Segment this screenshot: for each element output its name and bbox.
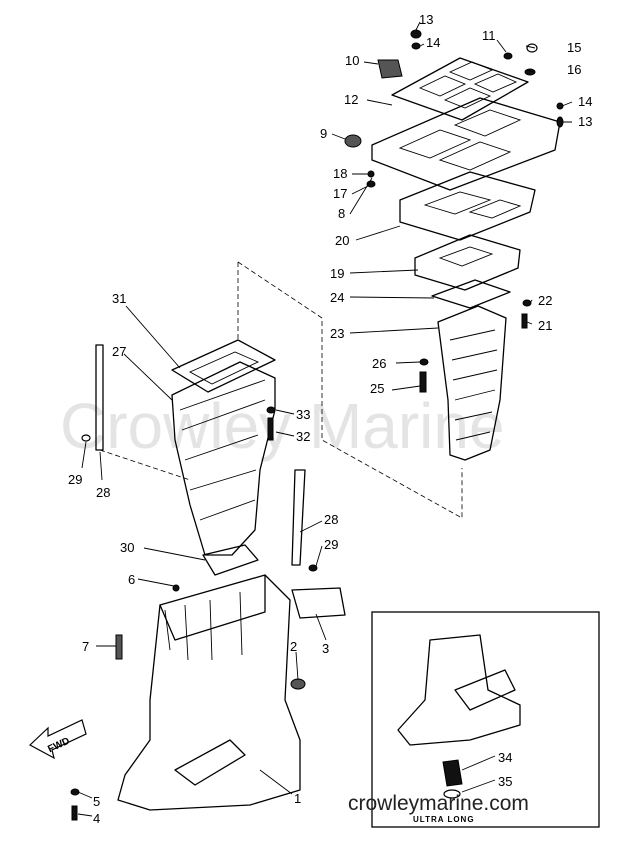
washer-29-right xyxy=(308,564,318,572)
inset-plate xyxy=(454,669,516,711)
watermark-text: Crowley Marine xyxy=(60,390,505,462)
callout-1: 1 xyxy=(294,791,301,806)
leader-lines xyxy=(77,21,573,817)
exhaust-pipe xyxy=(437,305,507,461)
upper-casing-lines xyxy=(179,379,266,521)
anode-34 xyxy=(442,759,463,787)
callout-28b: 28 xyxy=(324,512,338,527)
callout-29b: 29 xyxy=(324,537,338,552)
callout-26: 26 xyxy=(372,356,386,371)
grommet-11 xyxy=(503,52,513,60)
callout-20: 20 xyxy=(335,233,349,248)
exhaust-pipe-ribs xyxy=(449,329,498,441)
callout-15: 15 xyxy=(567,40,581,55)
callout-5: 5 xyxy=(93,794,100,809)
exhaust-gasket-24 xyxy=(431,279,511,309)
forward-direction-arrow: FWD xyxy=(28,719,87,760)
callout-35: 35 xyxy=(498,774,512,789)
seal-30 xyxy=(202,544,259,576)
callout-24: 24 xyxy=(330,290,344,305)
washer-5 xyxy=(70,788,80,796)
stud-28-left xyxy=(95,344,104,451)
anti-ventilation-plate xyxy=(174,739,246,786)
inset-caption: ULTRA LONG xyxy=(413,815,475,824)
callout-32: 32 xyxy=(296,429,310,444)
callout-7: 7 xyxy=(82,639,89,654)
plug-9 xyxy=(344,134,362,148)
callout-14b: 14 xyxy=(578,94,592,109)
washer-35 xyxy=(443,789,461,799)
callout-19: 19 xyxy=(330,266,344,281)
washer-26 xyxy=(419,358,429,366)
inset-lower-casing xyxy=(397,634,521,746)
lower-casing-ribs xyxy=(164,591,243,661)
bolt-4 xyxy=(71,805,78,821)
lower-casing xyxy=(117,574,301,811)
part-callouts: 13 14 11 15 16 10 12 14 13 9 18 17 8 20 … xyxy=(68,12,592,826)
upper-casing-assembly xyxy=(81,339,318,576)
guide-ports xyxy=(398,109,522,171)
lower-casing-assembly xyxy=(70,574,346,821)
callout-16: 16 xyxy=(567,62,581,77)
exhaust-gasket-20 xyxy=(399,171,536,241)
callout-21: 21 xyxy=(538,318,552,333)
bolt-25 xyxy=(419,371,427,393)
gasket-31 xyxy=(171,339,276,393)
callout-31: 31 xyxy=(112,291,126,306)
plug-2 xyxy=(290,678,306,690)
callout-33: 33 xyxy=(296,407,310,422)
upper-exhaust-assembly xyxy=(344,29,564,461)
callout-34: 34 xyxy=(498,750,512,765)
callout-22: 22 xyxy=(538,293,552,308)
bolt-13-head xyxy=(410,29,422,39)
callout-9: 9 xyxy=(320,126,327,141)
callout-18: 18 xyxy=(333,166,347,181)
washer-33 xyxy=(266,406,276,414)
alignment-lines xyxy=(99,261,463,519)
exhaust-plate-19 xyxy=(414,234,521,291)
cover-plate-ports xyxy=(418,61,518,109)
exhaust-cover-plate xyxy=(391,57,529,121)
callout-2: 2 xyxy=(290,639,297,654)
callout-29a: 29 xyxy=(68,472,82,487)
bolt-21 xyxy=(521,313,528,329)
callout-30: 30 xyxy=(120,540,134,555)
callout-6: 6 xyxy=(128,572,135,587)
pin-18 xyxy=(367,170,375,178)
washer-22 xyxy=(522,299,532,307)
fitting-10 xyxy=(377,59,403,79)
gasket-20-holes xyxy=(423,191,522,219)
upper-casing xyxy=(171,361,276,556)
rubber-mount-3 xyxy=(291,587,346,619)
washer-29-left xyxy=(81,434,91,442)
callout-17: 17 xyxy=(333,186,347,201)
callout-13a: 13 xyxy=(419,12,433,27)
callout-25: 25 xyxy=(370,381,384,396)
washer-14 xyxy=(411,42,421,50)
lower-casing-top xyxy=(159,574,266,641)
exhaust-guide-gasket xyxy=(371,97,561,191)
stud-28-right xyxy=(291,469,306,566)
callout-10: 10 xyxy=(345,53,359,68)
callout-12: 12 xyxy=(344,92,358,107)
dowel-6 xyxy=(172,584,180,592)
bolt-13b xyxy=(556,116,564,128)
callout-8: 8 xyxy=(338,206,345,221)
callout-4: 4 xyxy=(93,811,100,826)
footer-url: crowleymarine.com xyxy=(348,792,529,815)
callout-11: 11 xyxy=(482,28,496,43)
bolt-7 xyxy=(115,634,123,660)
gasket-31-inner xyxy=(188,351,260,385)
ultra-long-inset: ULTRA LONG xyxy=(371,611,600,828)
plate-19-port xyxy=(438,246,494,267)
callout-13b: 13 xyxy=(578,114,592,129)
callout-27: 27 xyxy=(112,344,126,359)
bolt-32 xyxy=(267,417,274,441)
bolt-15-head xyxy=(526,43,538,53)
callout-28a: 28 xyxy=(96,485,110,500)
callout-14a: 14 xyxy=(426,35,440,50)
callout-23: 23 xyxy=(330,326,344,341)
callout-3: 3 xyxy=(322,641,329,656)
